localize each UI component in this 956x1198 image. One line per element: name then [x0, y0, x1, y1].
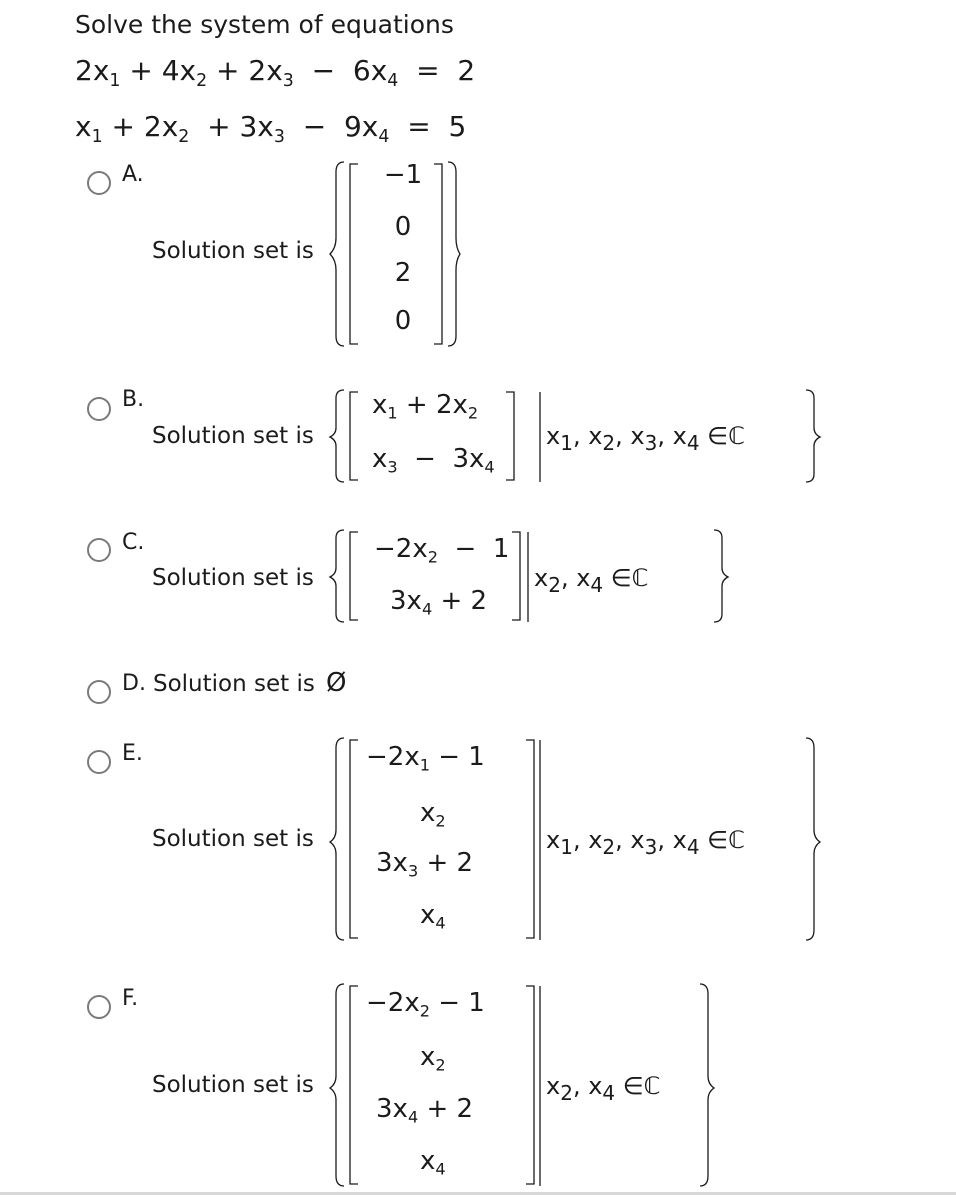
question-prompt: Solve the system of equations [75, 10, 454, 39]
option-b-letter: B. [122, 387, 145, 412]
option-e-condition: x1, x2, x3, x4 ∈ℂ [546, 826, 745, 859]
option-b-condition: x1, x2, x3, x4 ∈ℂ [546, 422, 745, 455]
option-f-condition: x2, x4 ∈ℂ [546, 1072, 661, 1105]
option-c-row-1: −2x2 − 1 [374, 534, 510, 567]
option-a-label: Solution set is [152, 238, 314, 264]
option-e-row-2: x2 [420, 798, 446, 831]
option-b-brackets [328, 389, 822, 483]
option-f-row-3: 3x4 + 2 [376, 1094, 474, 1127]
option-b-label: Solution set is [152, 423, 314, 449]
option-a-entry-2: 0 [394, 212, 412, 242]
option-e-label: Solution set is [152, 826, 314, 852]
option-b-radio[interactable] [87, 397, 111, 421]
option-e-radio[interactable] [87, 750, 111, 774]
bottom-divider [0, 1192, 956, 1195]
option-d-radio[interactable] [87, 680, 111, 704]
option-a-entry-3: 2 [394, 258, 412, 288]
option-c-row-2: 3x4 + 2 [390, 586, 488, 619]
option-f-radio[interactable] [87, 995, 111, 1019]
option-f-label: Solution set is [152, 1072, 314, 1098]
option-f-row-4: x4 [420, 1146, 446, 1179]
option-f-letter: F. [122, 986, 139, 1011]
equation-2: x1 + 2x2 + 3x3 − 9x4 = 5 [75, 110, 467, 148]
option-e-row-3: 3x3 + 2 [376, 848, 474, 881]
option-c-condition: x2, x4 ∈ℂ [534, 564, 649, 597]
option-c-label: Solution set is [152, 565, 314, 591]
option-e-brackets [328, 737, 822, 941]
option-c-letter: C. [122, 530, 145, 555]
option-f-brackets [328, 983, 716, 1187]
option-e-letter: E. [122, 741, 143, 766]
option-d-label: Solution set is [153, 671, 315, 697]
option-f-row-2: x2 [420, 1042, 446, 1075]
option-d-letter: D. [122, 671, 146, 696]
option-b-row-2: x3 − 3x4 [372, 444, 495, 477]
option-c-radio[interactable] [87, 538, 111, 562]
option-e-row-4: x4 [420, 900, 446, 933]
option-e-row-1: −2x1 − 1 [366, 742, 485, 775]
equation-1: 2x1 + 4x2 + 2x3 − 6x4 = 2 [75, 54, 476, 92]
option-d-empty-set: Ø [326, 668, 347, 698]
option-a-entry-4: 0 [394, 306, 412, 336]
option-a-letter: A. [122, 162, 144, 187]
option-a-brackets [329, 161, 461, 347]
option-a-radio[interactable] [87, 171, 111, 195]
option-f-row-1: −2x2 − 1 [366, 988, 485, 1021]
option-b-row-1: x1 + 2x2 [372, 390, 479, 423]
option-a-entry-1: −1 [383, 160, 423, 190]
option-c-brackets [328, 529, 730, 623]
